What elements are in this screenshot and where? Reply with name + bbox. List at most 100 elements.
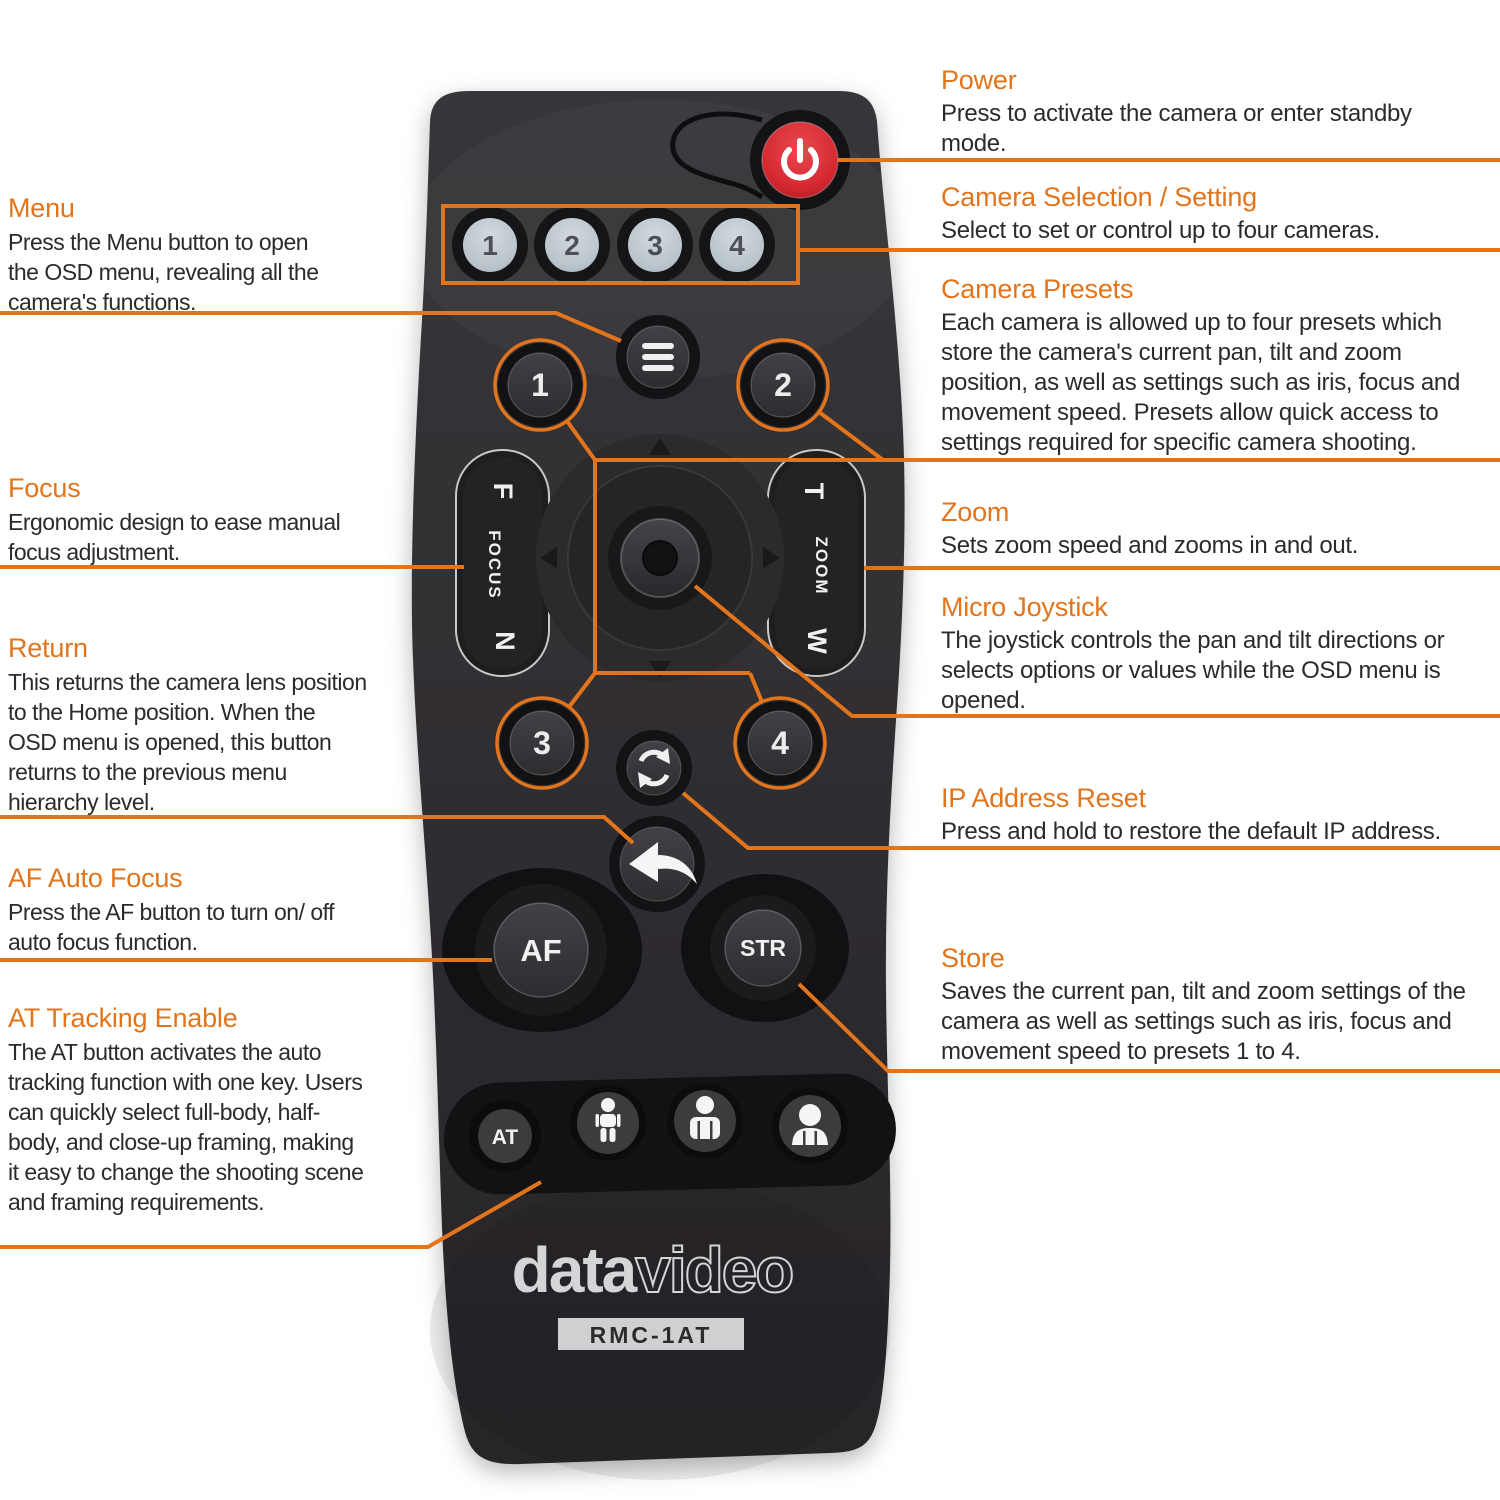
hamburger-menu-icon <box>642 343 674 371</box>
af-label: AF <box>520 933 561 968</box>
callout-body: Saves the current pan, tilt and zoom set… <box>941 978 1466 1065</box>
callout-body: Press to activate the camera or enter st… <box>941 100 1412 157</box>
focus-far-label: F <box>488 483 518 500</box>
camera-select-label: 2 <box>564 230 580 261</box>
callout-focus: Focus Ergonomic design to ease manual fo… <box>8 472 341 567</box>
preset-circle-3 <box>495 696 589 790</box>
power-recess-outline <box>670 111 764 200</box>
callout-body: Sets zoom speed and zooms in and out. <box>941 532 1359 559</box>
callout-camera-presets: Camera Presets Each camera is allowed up… <box>941 273 1460 458</box>
preset-button-4[interactable]: 4 <box>738 701 822 785</box>
callout-title: AT Tracking Enable <box>8 1003 238 1033</box>
leader-return <box>0 815 635 845</box>
model-label: RMC-1AT <box>590 1322 713 1348</box>
callout-title: Power <box>941 65 1017 95</box>
callout-title: Camera Selection / Setting <box>941 182 1257 212</box>
preset-label: 4 <box>771 725 789 761</box>
callout-title: IP Address Reset <box>941 783 1146 813</box>
preset-button-1[interactable]: 1 <box>498 343 582 427</box>
zoom-wide-label: W <box>802 628 832 654</box>
preset-circle-4 <box>733 696 827 790</box>
callout-title: Zoom <box>941 497 1010 527</box>
person-close-up-icon <box>792 1104 828 1145</box>
str-label: STR <box>740 935 786 961</box>
camera-select-row: 1 2 3 4 <box>452 207 775 283</box>
power-icon <box>781 138 819 181</box>
power-button[interactable] <box>750 110 850 210</box>
menu-button[interactable] <box>616 315 700 399</box>
callout-at-tracking: AT Tracking Enable The AT button activat… <box>8 1002 364 1217</box>
callout-title: Return <box>8 633 88 663</box>
callout-zoom: Zoom Sets zoom speed and zooms in and ou… <box>941 496 1358 561</box>
model-badge <box>558 1318 744 1350</box>
leader-menu <box>0 311 622 343</box>
joystick[interactable] <box>536 434 784 682</box>
leader-micro-joystick <box>693 584 1500 718</box>
brand-logo: datavideo RMC-1AT <box>512 1233 795 1350</box>
zoom-rocker[interactable]: T ZOOM W <box>767 449 866 677</box>
zoom-rocker-label: ZOOM <box>812 537 831 596</box>
focus-rocker-label: FOCUS <box>485 530 504 600</box>
focus-rocker[interactable]: F FOCUS N <box>455 449 550 677</box>
camera-select-button-2[interactable]: 2 <box>534 207 610 283</box>
camera-select-outline <box>441 204 800 285</box>
callout-title: Micro Joystick <box>941 592 1108 622</box>
callout-return: Return This returns the camera lens posi… <box>8 632 367 817</box>
camera-select-button-1[interactable]: 1 <box>452 207 528 283</box>
at-button[interactable]: AT <box>469 1100 541 1172</box>
preset-button-2[interactable]: 2 <box>741 343 825 427</box>
callout-body: The joystick controls the pan and tilt d… <box>941 627 1445 714</box>
camera-select-label: 1 <box>482 230 498 261</box>
preset-circle-2 <box>736 338 830 432</box>
at-label: AT <box>492 1126 519 1149</box>
callout-body: Ergonomic design to ease manual focus ad… <box>8 509 341 565</box>
zoom-tele-label: T <box>799 483 829 500</box>
camera-select-label: 3 <box>647 230 663 261</box>
ip-reset-button[interactable] <box>616 730 692 806</box>
camera-select-button-4[interactable]: 4 <box>699 207 775 283</box>
af-button[interactable]: AF <box>442 868 642 1032</box>
tracking-half-body-button[interactable] <box>667 1083 743 1159</box>
preset-circle-1 <box>493 338 587 432</box>
person-full-body-icon <box>595 1098 621 1142</box>
callout-body: Select to set or control up to four came… <box>941 217 1381 244</box>
brand-logo-outline: video <box>635 1234 792 1306</box>
leader-camera-presets <box>565 410 1500 709</box>
preset-button-3[interactable]: 3 <box>500 701 584 785</box>
preset-label: 3 <box>533 725 551 761</box>
callout-camera-selection: Camera Selection / Setting Select to set… <box>941 181 1380 246</box>
return-button[interactable] <box>609 816 705 912</box>
callout-title: Store <box>941 943 1005 973</box>
leader-ip-reset <box>681 791 1500 850</box>
preset-label: 2 <box>774 367 792 403</box>
tracking-close-up-button[interactable] <box>772 1088 848 1164</box>
tracking-full-body-button[interactable] <box>570 1085 646 1161</box>
callout-title: AF Auto Focus <box>8 863 183 893</box>
callout-ip-address-reset: IP Address Reset Press and hold to resto… <box>941 782 1441 847</box>
leader-store <box>797 982 1500 1073</box>
callout-title: Focus <box>8 473 81 503</box>
focus-near-label: N <box>490 631 520 651</box>
callout-power: Power Press to activate the camera or en… <box>941 64 1412 159</box>
camera-select-label: 4 <box>729 230 745 261</box>
callout-af-auto-focus: AF Auto Focus Press the AF button to tur… <box>8 862 335 957</box>
callout-body: This returns the camera lens position to… <box>8 669 367 815</box>
person-half-body-icon <box>690 1096 720 1139</box>
callout-body: Each camera is allowed up to four preset… <box>941 309 1461 456</box>
joystick-direction-arrows <box>540 438 780 678</box>
callout-menu: Menu Press the Menu button to open the O… <box>8 192 319 317</box>
svg-text:datavideo: datavideo <box>512 1234 793 1306</box>
callout-micro-joystick: Micro Joystick The joystick controls the… <box>941 591 1445 716</box>
callout-store: Store Saves the current pan, tilt and zo… <box>941 942 1466 1067</box>
callout-body: The AT button activates the auto trackin… <box>8 1039 364 1215</box>
leader-at-tracking <box>0 1180 542 1249</box>
brand-logo-solid: data <box>512 1234 638 1306</box>
tracking-row: AT <box>444 1073 896 1195</box>
str-button[interactable]: STR <box>681 874 849 1022</box>
callout-title: Camera Presets <box>941 274 1134 304</box>
refresh-arrows-icon <box>638 748 670 788</box>
camera-select-button-3[interactable]: 3 <box>617 207 693 283</box>
